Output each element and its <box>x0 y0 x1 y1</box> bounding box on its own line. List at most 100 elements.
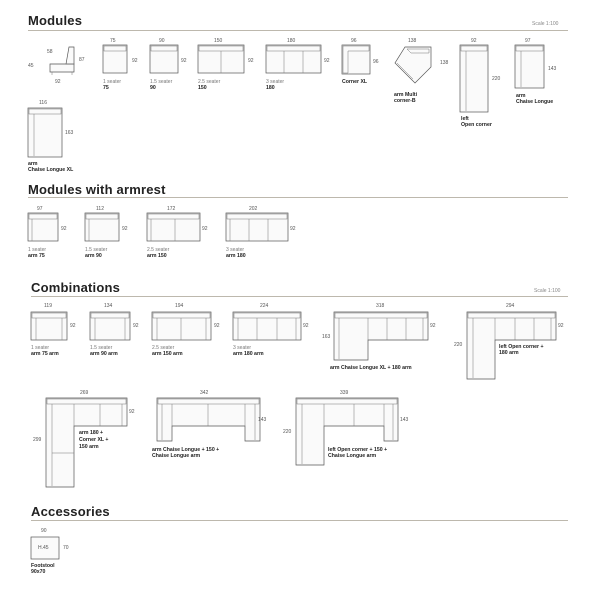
arm-150-drawing <box>146 212 201 242</box>
module-name: Footstool <box>31 563 55 569</box>
section-title-accessories: Accessories <box>31 504 110 519</box>
dim-depth: 96 <box>373 59 379 65</box>
module-label: 2.5 seater <box>152 345 175 351</box>
module-name: arm 75 <box>28 253 45 259</box>
combo-chaise-drawing <box>156 397 261 442</box>
dim-depth: 92 <box>214 323 220 329</box>
divider <box>28 30 568 31</box>
module-name: arm Multi <box>394 92 418 98</box>
combo-150-drawing <box>151 311 212 341</box>
module-label: 1.5 seater <box>85 247 108 253</box>
module-name: arm 75 arm <box>31 351 59 357</box>
multi-corner-drawing <box>394 46 432 84</box>
module-label: 3 seater <box>226 247 245 253</box>
dim-width: 269 <box>80 390 89 396</box>
dim-depth: 92 <box>324 58 330 64</box>
dim-width: 90 <box>159 38 165 44</box>
dim-depth: 143 <box>548 66 557 72</box>
dim-depth: 92 <box>290 226 296 232</box>
dim-depth: 92 <box>303 323 309 329</box>
module-label: 1.5 seater <box>90 345 113 351</box>
dim-45: 45 <box>28 63 34 69</box>
module-name: arm <box>28 161 38 167</box>
module-label: 3 seater <box>233 345 252 351</box>
dim-depth: 138 <box>440 60 449 66</box>
module-name: left Open corner + <box>499 344 544 350</box>
dim-depth: 92 <box>61 226 67 232</box>
dim-width: 339 <box>340 390 349 396</box>
dim-width: 194 <box>175 303 184 309</box>
module-label: 3 seater <box>266 79 285 85</box>
dim-87: 87 <box>79 57 85 63</box>
section-title-combinations: Combinations <box>31 280 121 295</box>
combo-180-drawing <box>232 311 302 341</box>
corner-xl-drawing <box>341 44 371 75</box>
chaise-longue-drawing <box>514 44 545 89</box>
dim-depth: 92 <box>129 409 135 415</box>
dim-depth-2: 299 <box>33 437 42 443</box>
side-view-drawing <box>49 46 75 75</box>
dim-width: 224 <box>260 303 269 309</box>
dim-width: 138 <box>408 38 417 44</box>
divider <box>31 520 568 521</box>
module-name: Chaise Longue arm <box>328 453 377 459</box>
dim-width: 318 <box>376 303 385 309</box>
divider <box>28 197 568 198</box>
module-name: 90x70 <box>31 569 46 575</box>
module-name: arm 90 <box>85 253 102 259</box>
dim-width: 180 <box>287 38 296 44</box>
dim-width: 92 <box>471 38 477 44</box>
dim-width: 119 <box>44 303 52 309</box>
combo-chaise-xl-drawing <box>333 311 429 361</box>
module-name: left Open corner + 150 + <box>328 447 388 453</box>
module-name: Chaise Longue XL <box>28 167 74 173</box>
dim-depth: 92 <box>122 226 128 232</box>
arm-90-drawing <box>84 212 120 242</box>
dim-depth: 220 <box>492 76 501 82</box>
module-name: arm 180 + <box>79 430 104 436</box>
dim-width: 75 <box>110 38 116 44</box>
dim-depth-2: 163 <box>322 334 331 340</box>
dim-width: 172 <box>167 206 176 212</box>
module-label: 1 seater <box>103 79 122 85</box>
dim-depth: 92 <box>202 226 208 232</box>
dim-width: 112 <box>96 206 104 212</box>
chaise-longue-xl-drawing <box>27 107 63 158</box>
left-open-corner-drawing <box>459 44 489 113</box>
module-label: 1 seater <box>28 247 47 253</box>
module-name: arm Chaise Longue + 150 + <box>152 447 220 453</box>
module-name: Chaise Longue <box>516 99 554 105</box>
module-name: 75 <box>103 85 109 91</box>
arm-180-drawing <box>225 212 289 242</box>
module-label: 2.5 seater <box>198 79 221 85</box>
dim-width: 150 <box>214 38 223 44</box>
combo-90-drawing <box>89 311 131 341</box>
module-name: Chaise Longue arm <box>152 453 201 459</box>
dim-width: 342 <box>200 390 209 396</box>
combo-left-open-drawing <box>295 397 399 466</box>
combo-open-corner-drawing <box>466 311 557 380</box>
dim-depth-2: 220 <box>283 429 292 435</box>
footstool-drawing <box>30 536 60 560</box>
section-title-modules-armrest: Modules with armrest <box>28 182 166 197</box>
dim-depth: 92 <box>133 323 139 329</box>
dim-depth: 92 <box>248 58 254 64</box>
module-label: 1.5 seater <box>150 79 173 85</box>
dim-depth: 92 <box>430 323 436 329</box>
dim-width: 90 <box>41 528 47 534</box>
dim-depth: 92 <box>132 58 138 64</box>
module-name: arm Chaise Longue XL + 180 arm <box>330 365 412 371</box>
dim-width: 202 <box>249 206 258 212</box>
module-label: 1 seater <box>31 345 50 351</box>
module-90-drawing <box>149 44 179 74</box>
dim-width: 97 <box>525 38 531 44</box>
dim-depth: 92 <box>558 323 564 329</box>
dim-depth: 163 <box>65 130 74 136</box>
dim-58: 58 <box>47 49 53 55</box>
module-name: arm 180 <box>226 253 246 259</box>
dim-92: 92 <box>55 79 61 85</box>
arm-75-drawing <box>27 212 59 242</box>
module-name: arm 150 arm <box>152 351 183 357</box>
module-name: arm <box>516 93 526 99</box>
module-name: arm 180 arm <box>233 351 264 357</box>
